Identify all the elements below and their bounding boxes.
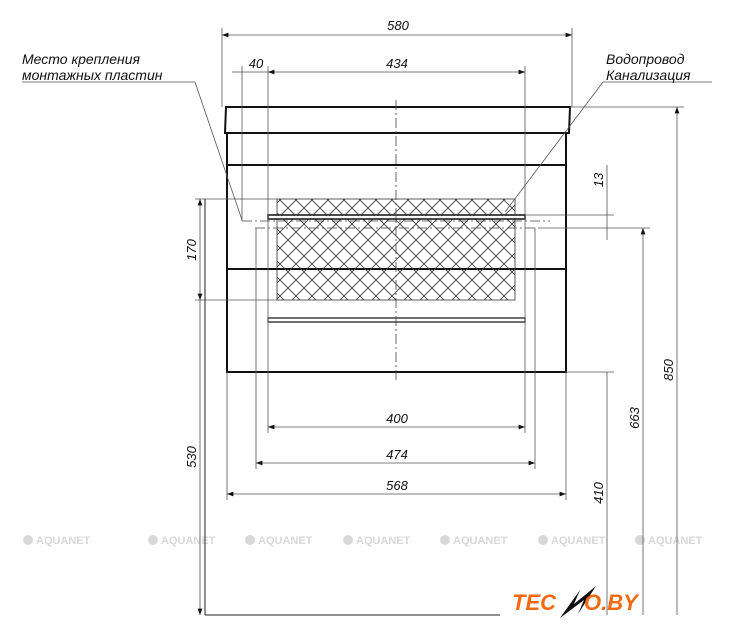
- dim-170: 170: [184, 238, 199, 260]
- dim-13: 13: [591, 172, 606, 187]
- extension-lines: [195, 28, 684, 616]
- dim-568: 568: [386, 478, 408, 493]
- svg-text:AQUANET: AQUANET: [453, 535, 508, 547]
- watermark: AQUANET: [148, 535, 216, 547]
- dim-434: 434: [386, 56, 408, 71]
- svg-text:AQUANET: AQUANET: [36, 535, 91, 547]
- svg-text:O.BY: O.BY: [584, 590, 640, 615]
- dim-530: 530: [184, 445, 199, 467]
- watermark: AQUANET: [538, 535, 606, 547]
- svg-text:AQUANET: AQUANET: [648, 535, 703, 547]
- watermark: AQUANET: [23, 535, 91, 547]
- mounting-label-line1: Место крепления: [22, 51, 141, 67]
- watermark: AQUANET: [343, 535, 411, 547]
- tecno-logo: TEC O.BY: [512, 586, 640, 618]
- dim-410: 410: [591, 481, 606, 503]
- svg-text:TEC: TEC: [512, 590, 557, 615]
- watermark: AQUANET: [635, 535, 703, 547]
- svg-text:AQUANET: AQUANET: [551, 535, 606, 547]
- drawer-handle: [267, 317, 526, 323]
- watermarks: AQUANET AQUANET AQUANET AQUANET AQUANET …: [23, 535, 703, 547]
- dim-663: 663: [627, 406, 642, 428]
- dim-850: 850: [661, 358, 676, 380]
- dim-580: 580: [387, 18, 409, 33]
- watermark: AQUANET: [440, 535, 508, 547]
- watermark: AQUANET: [245, 535, 313, 547]
- leaders: [22, 81, 712, 221]
- dim-474: 474: [386, 447, 408, 462]
- dim-40: 40: [249, 56, 264, 71]
- mounting-plate: [267, 214, 526, 220]
- water-label-line2: Канализация: [606, 67, 691, 83]
- svg-text:AQUANET: AQUANET: [258, 535, 313, 547]
- cabinet: [223, 100, 572, 380]
- svg-text:AQUANET: AQUANET: [161, 535, 216, 547]
- dim-400: 400: [386, 411, 408, 426]
- dimension-lines: [197, 32, 680, 615]
- water-label-line1: Водопровод: [606, 51, 685, 67]
- mounting-label-line2: монтажных пластин: [22, 67, 163, 83]
- svg-text:AQUANET: AQUANET: [356, 535, 411, 547]
